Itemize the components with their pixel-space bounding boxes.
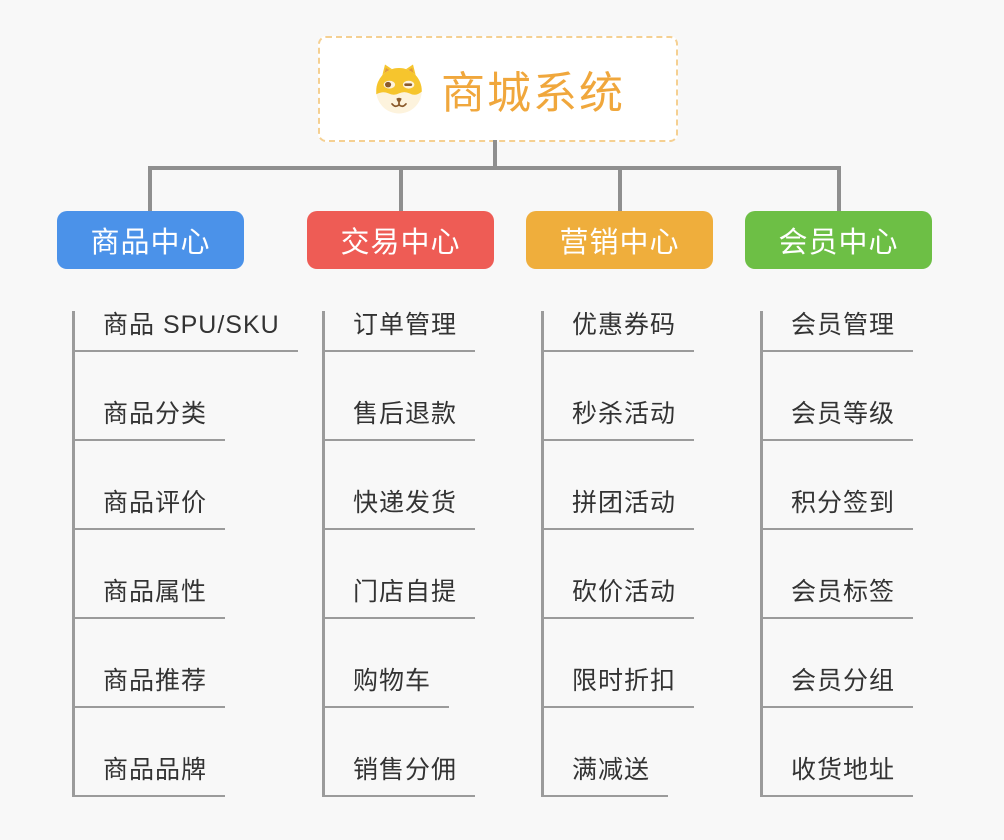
child-topic[interactable]: 订单管理 (325, 311, 476, 352)
child-topic[interactable]: 售后退款 (325, 400, 476, 441)
connector-drop-4 (837, 166, 841, 211)
child-topic[interactable]: 门店自提 (325, 578, 476, 619)
branch-trade-center: 交易中心 订单管理 售后退款 快递发货 门店自提 购物车 销售分佣 (307, 211, 494, 797)
branch-children: 优惠券码 秒杀活动 拼团活动 砍价活动 限时折扣 满减送 (541, 311, 713, 797)
connector-root-drop (493, 140, 497, 168)
connector-bus (148, 166, 841, 170)
child-topic[interactable]: 积分签到 (763, 489, 914, 530)
child-topic[interactable]: 购物车 (325, 667, 450, 708)
branch-product-center: 商品中心 商品 SPU/SKU 商品分类 商品评价 商品属性 商品推荐 商品品牌 (57, 211, 298, 797)
child-topic[interactable]: 会员管理 (763, 311, 914, 352)
branch-label: 商品中心 (90, 227, 211, 259)
branch-label: 营销中心 (559, 227, 680, 259)
child-topic[interactable]: 收货地址 (763, 756, 914, 797)
child-topic[interactable]: 砍价活动 (544, 578, 695, 619)
child-topic[interactable]: 商品推荐 (75, 667, 226, 708)
child-topic[interactable]: 会员等级 (763, 400, 914, 441)
child-topic[interactable]: 拼团活动 (544, 489, 695, 530)
child-topic[interactable]: 商品分类 (75, 400, 226, 441)
connector-drop-2 (399, 166, 403, 211)
doge-icon (376, 64, 422, 114)
branch-label: 交易中心 (340, 227, 461, 259)
child-topic[interactable]: 商品评价 (75, 489, 226, 530)
child-topic[interactable]: 商品品牌 (75, 756, 226, 797)
branch-node-trade-center[interactable]: 交易中心 (307, 211, 494, 269)
connector-drop-3 (618, 166, 622, 211)
branch-label: 会员中心 (778, 227, 899, 259)
child-topic[interactable]: 会员标签 (763, 578, 914, 619)
root-title: 商城系统 (441, 69, 625, 118)
root-topic[interactable]: 商城系统 (318, 36, 678, 142)
child-topic[interactable]: 优惠券码 (544, 311, 695, 352)
branch-node-product-center[interactable]: 商品中心 (57, 211, 244, 269)
branch-children: 订单管理 售后退款 快递发货 门店自提 购物车 销售分佣 (322, 311, 494, 797)
connector-drop-1 (148, 166, 152, 211)
branch-children: 会员管理 会员等级 积分签到 会员标签 会员分组 收货地址 (760, 311, 932, 797)
child-topic[interactable]: 限时折扣 (544, 667, 695, 708)
child-topic[interactable]: 会员分组 (763, 667, 914, 708)
child-topic[interactable]: 满减送 (544, 756, 669, 797)
branch-node-member-center[interactable]: 会员中心 (745, 211, 932, 269)
child-topic[interactable]: 商品属性 (75, 578, 226, 619)
child-topic[interactable]: 秒杀活动 (544, 400, 695, 441)
branch-member-center: 会员中心 会员管理 会员等级 积分签到 会员标签 会员分组 收货地址 (745, 211, 932, 797)
child-topic[interactable]: 快递发货 (325, 489, 476, 530)
branch-children: 商品 SPU/SKU 商品分类 商品评价 商品属性 商品推荐 商品品牌 (72, 311, 298, 797)
child-topic[interactable]: 商品 SPU/SKU (75, 311, 298, 352)
branch-marketing-center: 营销中心 优惠券码 秒杀活动 拼团活动 砍价活动 限时折扣 满减送 (526, 211, 713, 797)
child-topic[interactable]: 销售分佣 (325, 756, 476, 797)
branch-node-marketing-center[interactable]: 营销中心 (526, 211, 713, 269)
